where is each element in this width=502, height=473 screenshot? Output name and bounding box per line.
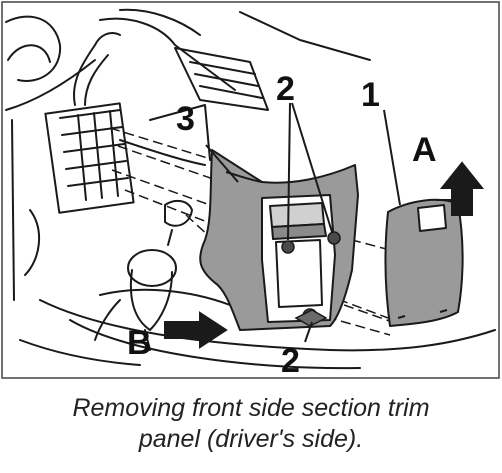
callout-label-1: 1 xyxy=(361,76,380,114)
arrow-right-icon xyxy=(164,311,228,349)
arrow-up-icon xyxy=(436,161,485,216)
figure-caption: Removing front side section trim panel (… xyxy=(0,393,502,455)
callout-label-2-top: 2 xyxy=(276,70,295,108)
callout-leader-lines xyxy=(205,102,401,343)
callout-label-3: 3 xyxy=(176,100,195,138)
direction-label-a: A xyxy=(412,131,437,169)
cover-panel-part-1 xyxy=(384,198,464,327)
callout-label-2-bottom: 2 xyxy=(281,342,300,380)
trim-panel-removal-illustration: 1 2 2 3 A B xyxy=(1,1,500,380)
caption-line-2: panel (driver's side). xyxy=(138,425,364,453)
fasteners-part-2 xyxy=(281,231,341,327)
dashboard-line-art xyxy=(5,8,496,370)
caption-line-1: Removing front side section trim xyxy=(72,394,430,422)
fastener-upper-left xyxy=(281,240,295,254)
direction-label-b: B xyxy=(127,324,152,362)
fastener-upper-right xyxy=(327,231,341,245)
